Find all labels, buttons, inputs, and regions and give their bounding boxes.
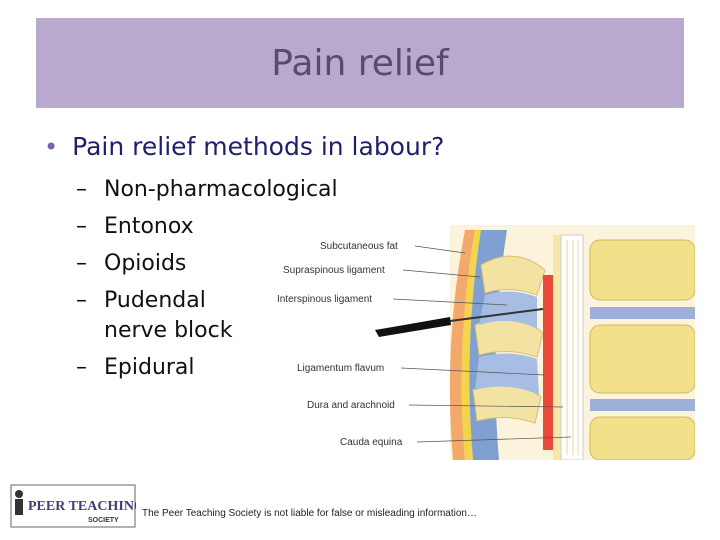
- person-icon-body: [15, 499, 23, 515]
- needle-hub: [375, 317, 451, 337]
- label-ligamentum-flavum: Ligamentum flavum: [297, 363, 384, 374]
- leader-line: [400, 367, 546, 376]
- vertebral-body: [589, 239, 695, 301]
- spinous-process: [480, 255, 546, 296]
- label-cauda-equina: Cauda equina: [340, 437, 403, 448]
- logo-text: PEER TEACHING: [28, 499, 136, 514]
- label-dura-arachnoid: Dura and arachnoid: [307, 400, 395, 411]
- method-label: Pudendal nerve block: [104, 288, 233, 343]
- logo-frame: [10, 484, 136, 528]
- main-bullet: • Pain relief methods in labour?: [44, 132, 444, 161]
- bullet-dot-icon: •: [44, 133, 59, 161]
- leader-line: [414, 245, 466, 254]
- label-supraspinous-ligament: Supraspinous ligament: [283, 265, 385, 276]
- dash-icon: –: [76, 251, 87, 276]
- method-item: – Epidural: [76, 353, 444, 383]
- method-item: – Non-pharmacological: [76, 175, 444, 205]
- method-label: Non-pharmacological: [104, 177, 338, 202]
- logo-subtext: SOCIETY: [88, 517, 119, 524]
- footer-disclaimer: The Peer Teaching Society is not liable …: [142, 508, 477, 519]
- peer-teaching-society-logo: PEER TEACHING SOCIETY: [10, 484, 136, 528]
- dash-icon: –: [76, 355, 87, 380]
- fat-layer-inner: [461, 230, 481, 460]
- methods-list: – Non-pharmacological – Entonox – Opioid…: [76, 175, 444, 383]
- dash-icon: –: [76, 177, 87, 202]
- slide-title: Pain relief: [271, 42, 449, 84]
- method-label: Opioids: [104, 251, 187, 276]
- method-label: Epidural: [104, 355, 195, 380]
- interspinous-ligament-shape: [479, 291, 537, 329]
- leader-line: [408, 404, 564, 408]
- leader-line: [392, 298, 508, 306]
- dash-icon: –: [76, 214, 87, 239]
- label-interspinous-ligament: Interspinous ligament: [277, 294, 372, 305]
- epidural-space: [553, 235, 561, 460]
- method-item: – Opioids: [76, 249, 444, 279]
- leader-line: [402, 269, 481, 278]
- label-subcutaneous-fat: Subcutaneous fat: [320, 241, 398, 252]
- leader-line: [416, 436, 572, 443]
- interspinous-ligament-shape: [475, 353, 539, 395]
- epidural-needle: [449, 308, 544, 322]
- title-band: Pain relief: [36, 18, 684, 108]
- bullet-list: • Pain relief methods in labour? – Non-p…: [44, 132, 444, 390]
- method-item: – Entonox: [76, 212, 444, 242]
- vertebral-body: [589, 324, 695, 394]
- vertebral-body: [589, 416, 695, 460]
- person-icon: [15, 490, 23, 498]
- intervertebral-disc: [590, 399, 695, 411]
- epidural-anatomy-diagram: Subcutaneous fat Supraspinous ligament I…: [277, 225, 695, 460]
- fat-layer: [449, 230, 475, 460]
- method-label: Entonox: [104, 214, 194, 239]
- dash-icon: –: [76, 288, 87, 313]
- intervertebral-disc: [590, 307, 695, 319]
- dura-sac: [560, 234, 584, 460]
- ligamentum-flavum-shape: [543, 275, 553, 450]
- main-bullet-text: Pain relief methods in labour?: [72, 132, 445, 161]
- method-item: – Pudendal nerve block: [76, 286, 444, 346]
